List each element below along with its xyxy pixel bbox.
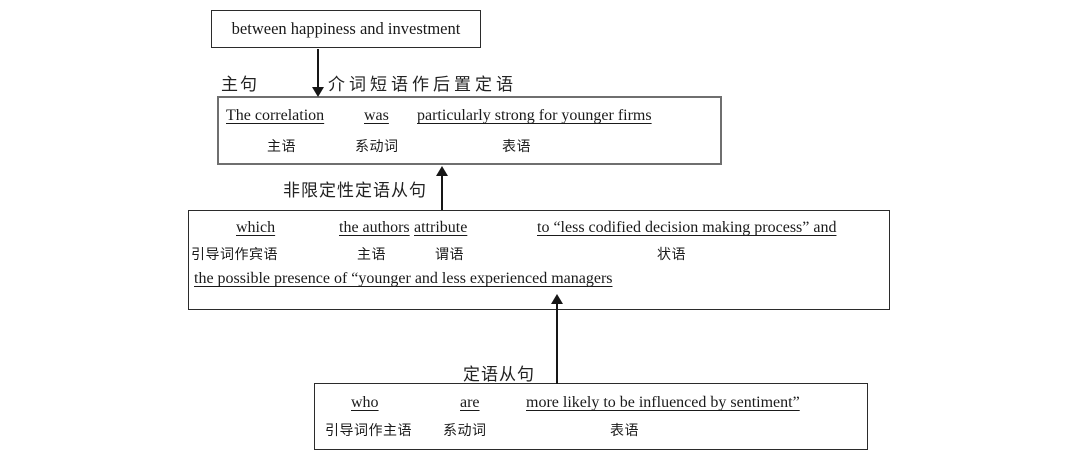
role-label: 引导词作主语: [325, 424, 412, 439]
sentence-segment: which: [236, 219, 276, 236]
sentence-segment: The correlation: [226, 107, 325, 124]
arrow-up-icon: [551, 294, 563, 304]
who-clause-box: who are more likely to be influenced by …: [314, 383, 868, 450]
sentence-segment: who: [351, 394, 379, 411]
arrow-down-line: [317, 49, 319, 89]
sentence-segment: the possible presence of “younger and le…: [194, 270, 613, 287]
prep-phrase-text: between happiness and investment: [231, 19, 461, 38]
role-label: 表语: [502, 140, 531, 155]
sentence-segment: to “less codified decision making proces…: [537, 219, 837, 236]
which-clause-box: which the authors attribute to “less cod…: [188, 210, 890, 310]
sentence-segment: more likely to be influenced by sentimen…: [526, 394, 800, 411]
role-label: 主语: [267, 140, 296, 155]
arrow-down-icon: [312, 87, 324, 97]
arrow-up-line: [556, 303, 558, 384]
role-label: 状语: [657, 248, 686, 263]
prep-phrase-role-label: 介词短语作后置定语: [328, 75, 517, 94]
sentence-segment: the authors: [339, 219, 410, 236]
arrow-up-icon: [436, 166, 448, 176]
attributive-clause-label: 定语从句: [463, 365, 535, 384]
role-label: 表语: [610, 424, 639, 439]
prep-phrase-box: between happiness and investment: [211, 10, 481, 48]
role-label: 系动词: [443, 424, 487, 439]
role-label: 引导词作宾语: [191, 248, 278, 263]
sentence-segment: was: [364, 107, 389, 124]
sentence-segment: attribute: [414, 219, 468, 236]
main-clause-label: 主句: [221, 75, 259, 94]
role-label: 系动词: [355, 140, 399, 155]
role-label: 主语: [357, 248, 386, 263]
nonrestrictive-clause-label: 非限定性定语从句: [283, 181, 427, 200]
role-label: 谓语: [435, 248, 464, 263]
sentence-segment: are: [460, 394, 480, 411]
main-clause-box: The correlation was particularly strong …: [217, 96, 722, 165]
arrow-up-line: [441, 175, 443, 210]
sentence-segment: particularly strong for younger firms: [417, 107, 652, 124]
